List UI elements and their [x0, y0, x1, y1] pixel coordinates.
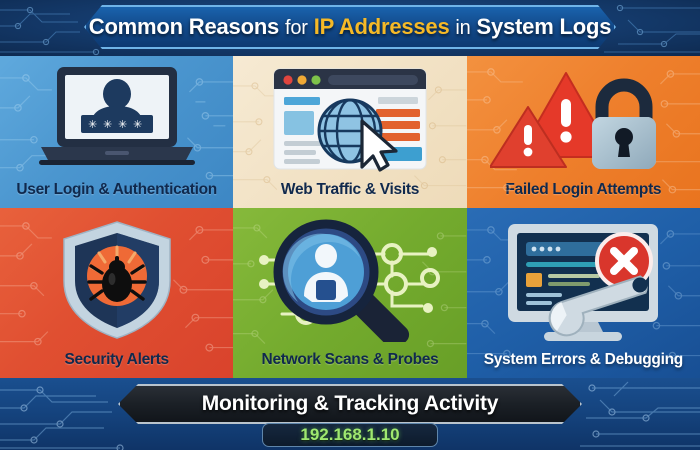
- magnifier-network-nodes-icon: [258, 219, 440, 342]
- svg-text:✳: ✳: [133, 119, 142, 131]
- footer-circuit-pattern: [0, 381, 700, 450]
- title-for: for: [285, 17, 308, 39]
- title-highlight: IP Addresses: [313, 14, 450, 39]
- cell2-artwork: [233, 56, 466, 181]
- cell1-artwork: ✳ ✳ ✳ ✳: [0, 56, 233, 181]
- cell-label-system-errors-debugging: System Errors & Debugging: [483, 351, 684, 368]
- ip-address-value: 192.168.1.10: [300, 425, 400, 444]
- title-part-1: Common Reasons: [88, 14, 280, 39]
- cell-network-scans-probes[interactable]: Network Scans & Probes: [233, 208, 467, 378]
- title-banner: Common Reasons for IP Addresses in Syste…: [84, 5, 616, 49]
- header-band: Common Reasons for IP Addresses in Syste…: [0, 0, 700, 56]
- cell-label-web-traffic-visits: Web Traffic & Visits: [280, 181, 420, 198]
- svg-text:✳: ✳: [88, 119, 97, 131]
- reasons-grid: ✳ ✳ ✳ ✳ User Login & Authentication: [0, 56, 700, 378]
- browser-globe-cursor-icon: [273, 68, 427, 172]
- ip-address-badge: 192.168.1.10: [262, 423, 438, 447]
- laptop-login-icon: ✳ ✳ ✳ ✳: [38, 66, 195, 165]
- footer-band: Monitoring & Tracking Activity 192.168.1…: [0, 378, 700, 450]
- header-circuit-pattern: [0, 4, 700, 56]
- shield-bug-icon: [62, 220, 171, 339]
- cell-system-errors-debugging[interactable]: System Errors & Debugging: [466, 208, 700, 378]
- cell-label-failed-login-attempts: Failed Login Attempts: [505, 181, 662, 198]
- warning-triangles-padlock-icon: [490, 71, 657, 169]
- footer-banner-text: Monitoring & Tracking Activity: [201, 392, 499, 415]
- cell6-artwork: [467, 208, 700, 351]
- cell-user-login-authentication[interactable]: ✳ ✳ ✳ ✳ User Login & Authentication: [0, 56, 234, 208]
- svg-text:✳: ✳: [118, 119, 127, 131]
- cell-web-traffic-visits[interactable]: Web Traffic & Visits: [233, 56, 467, 208]
- svg-text:✳: ✳: [103, 119, 112, 131]
- cell-label-security-alerts: Security Alerts: [64, 351, 169, 368]
- title-in: in: [455, 17, 471, 39]
- cell5-artwork: [233, 208, 466, 351]
- monitor-error-wrench-icon: [508, 223, 659, 341]
- cell-label-user-login-authentication: User Login & Authentication: [16, 181, 217, 198]
- cell-security-alerts[interactable]: Security Alerts: [0, 208, 234, 378]
- title-part-2: System Logs: [476, 14, 612, 39]
- page-title: Common Reasons for IP Addresses in Syste…: [89, 14, 612, 40]
- cell-failed-login-attempts[interactable]: Failed Login Attempts: [466, 56, 700, 208]
- cell-label-network-scans-probes: Network Scans & Probes: [261, 351, 439, 368]
- cell3-artwork: [467, 56, 700, 181]
- footer-banner: Monitoring & Tracking Activity: [118, 384, 582, 424]
- cell4-artwork: [0, 208, 233, 351]
